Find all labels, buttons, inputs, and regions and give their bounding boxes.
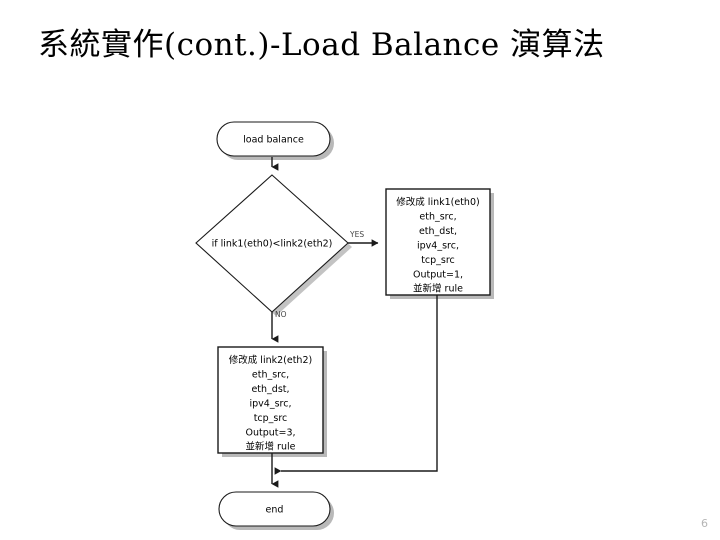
page-number: 6: [701, 517, 708, 530]
process-no-line-2: eth_src,: [252, 370, 289, 381]
process-no-line-4: ipv4_src,: [250, 399, 292, 410]
process-no-line-6: Output=3,: [245, 428, 295, 439]
process-yes-line-1: 修改成 link1(eth0): [396, 196, 479, 208]
process-yes-line-3: eth_dst,: [419, 226, 457, 237]
decision-node[interactable]: [195, 174, 349, 313]
start-node[interactable]: [216, 121, 331, 157]
process-no-line-3: eth_dst,: [251, 384, 289, 395]
decision-node-label: if link1(eth0)<link2(eth2): [212, 239, 333, 250]
end-node-label: end: [266, 505, 284, 516]
process-yes-line-4: ipv4_src,: [417, 241, 459, 252]
process-no-line-1: 修改成 link2(eth2): [229, 354, 312, 366]
process-yes-line-6: Output=1,: [413, 270, 463, 281]
connector-process-yes-to-end: [274, 295, 438, 475]
start-node-label: load balance: [243, 135, 304, 146]
edge-label-no: NO: [275, 310, 287, 319]
process-yes-line-7: 並新增 rule: [413, 283, 463, 295]
process-yes-line-5: tcp_src: [421, 255, 455, 266]
process-no-line-7: 並新增 rule: [246, 441, 296, 453]
page-title: 系統實作(cont.)-Load Balance 演算法: [38, 27, 605, 63]
process-no-line-5: tcp_src: [254, 413, 288, 424]
process-yes-line-2: eth_src,: [419, 212, 456, 223]
edge-label-yes: YES: [349, 230, 364, 239]
process-yes-node[interactable]: [385, 188, 491, 296]
process-no-node[interactable]: [217, 346, 324, 454]
end-node[interactable]: [218, 491, 331, 527]
